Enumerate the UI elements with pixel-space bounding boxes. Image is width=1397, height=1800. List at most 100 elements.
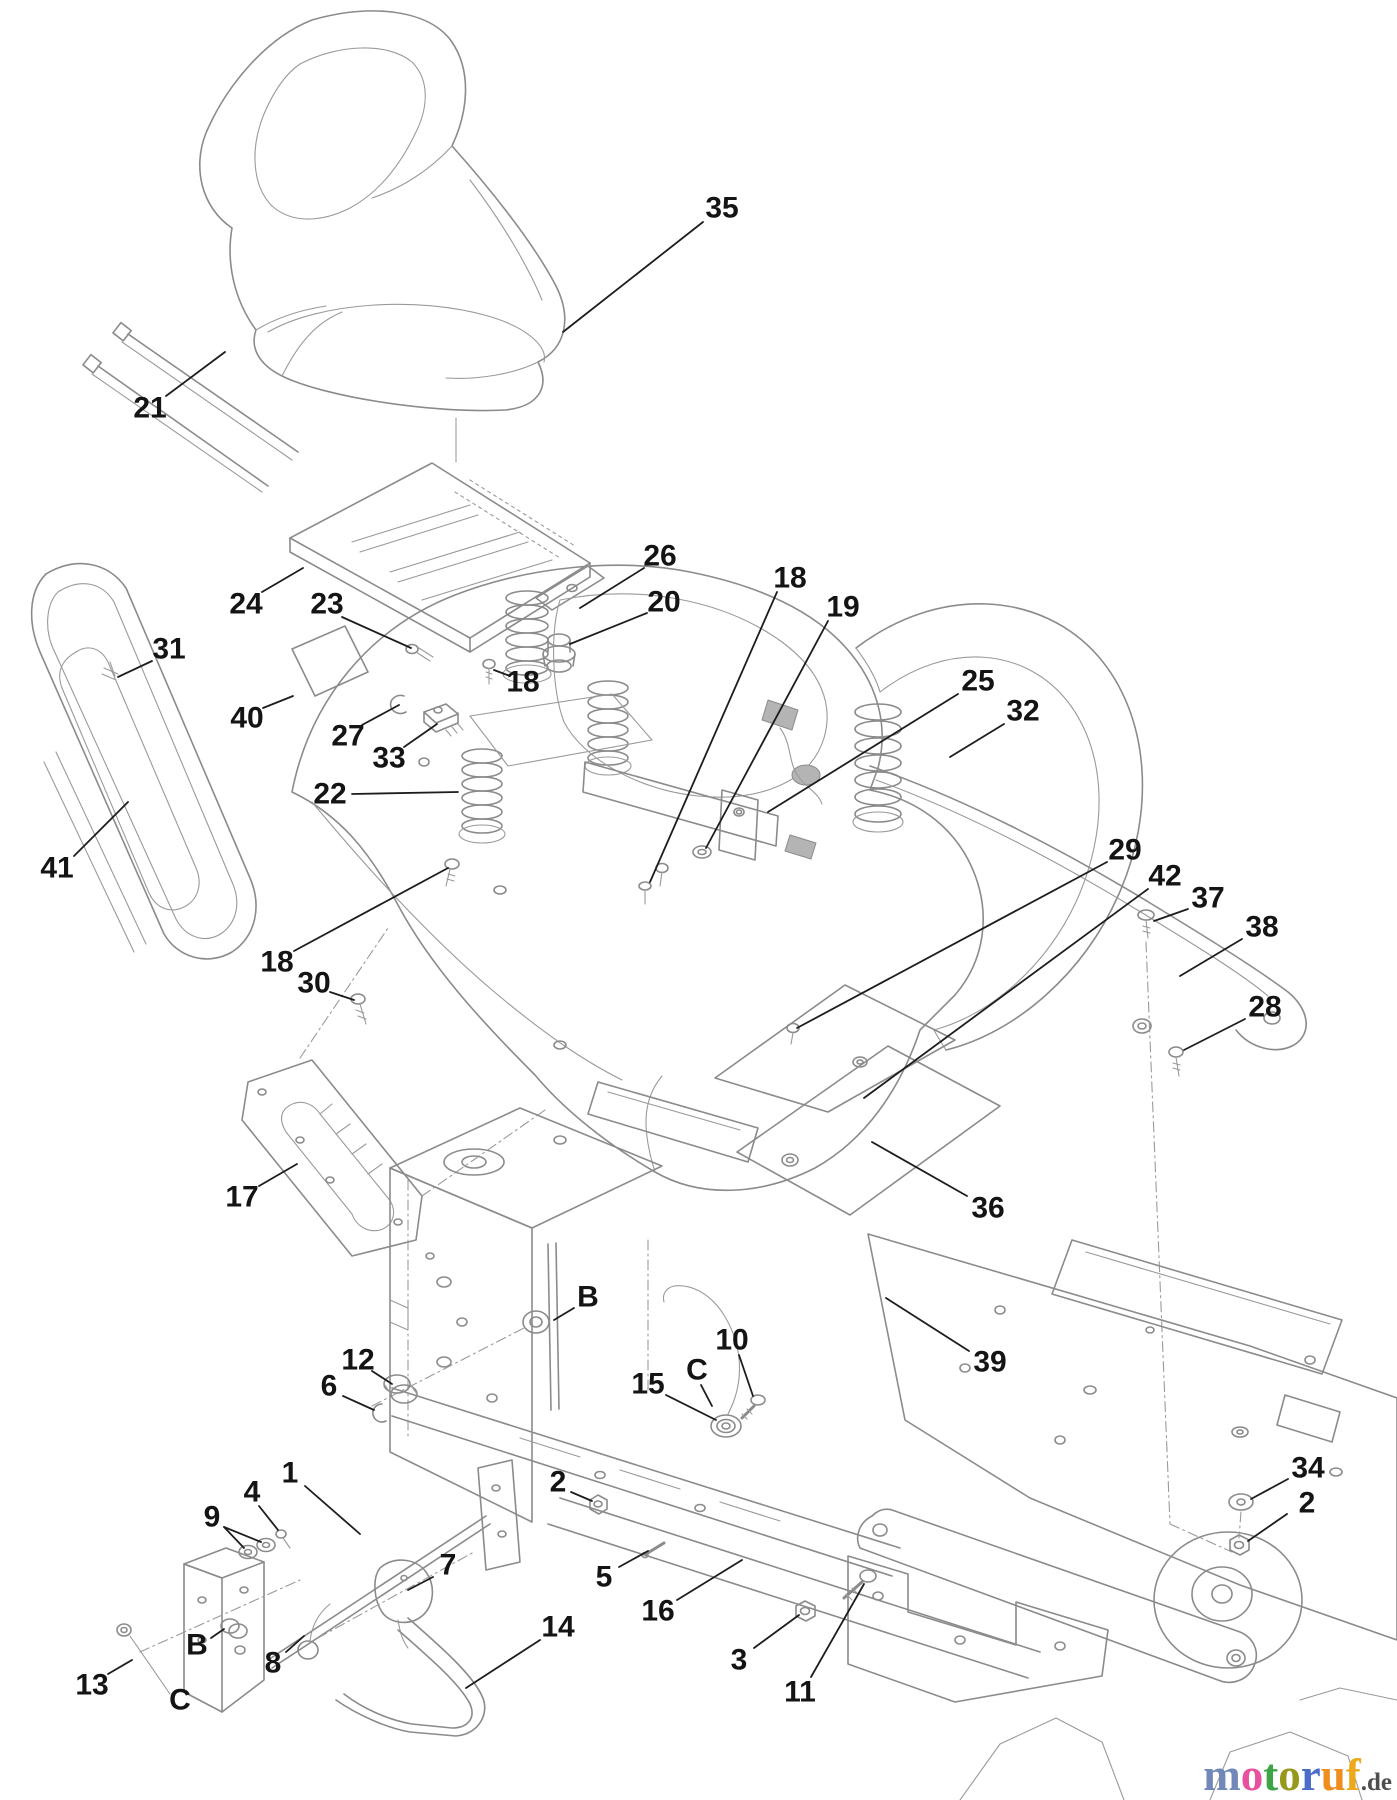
- callout-34: 34: [1291, 1452, 1325, 1485]
- seat-bracket: [582, 761, 779, 887]
- callout-29: 29: [1108, 834, 1141, 867]
- callout-35: 35: [705, 192, 738, 225]
- callout-41: 41: [40, 852, 73, 885]
- callout-15: 15: [631, 1368, 664, 1401]
- callout-31: 31: [152, 633, 185, 666]
- motoruf-watermark: motoruf.de: [1203, 1753, 1392, 1798]
- leader-line-28: [1183, 1018, 1246, 1051]
- leader-line-25: [767, 693, 959, 813]
- leader-line-20: [569, 612, 648, 645]
- callout-19: 19: [826, 591, 859, 624]
- leader-line-29: [796, 861, 1108, 1029]
- leader-line-18: [493, 669, 511, 677]
- leader-line-26: [579, 567, 645, 609]
- callout-16: 16: [641, 1595, 674, 1628]
- frame-rails: [391, 1387, 1041, 1679]
- seat-drawing: [199, 10, 566, 463]
- leader-line-8: [285, 1635, 305, 1653]
- callout-27: 27: [331, 720, 364, 753]
- leader-line-30: [329, 991, 355, 1001]
- callout-23: 23: [310, 588, 343, 621]
- callout-18: 18: [260, 946, 293, 979]
- callout-22: 22: [313, 778, 346, 811]
- leader-line-33: [403, 723, 438, 748]
- leader-line-4: [258, 1505, 279, 1531]
- leader-line-3: [753, 1614, 800, 1649]
- leader-line-22: [351, 791, 459, 795]
- callout-37: 37: [1191, 882, 1224, 915]
- leader-line-18: [649, 591, 778, 883]
- callout-4: 4: [244, 1476, 261, 1509]
- callout-12: 12: [341, 1344, 374, 1377]
- leader-line-11: [810, 1583, 865, 1678]
- callout-18: 18: [506, 666, 539, 699]
- right-fender-panel: [855, 603, 1144, 1051]
- callout-21: 21: [133, 392, 166, 425]
- watermark-letter: m: [1203, 1750, 1241, 1800]
- callout-18: 18: [773, 562, 806, 595]
- callout-39: 39: [973, 1346, 1006, 1379]
- leader-line-B: [553, 1307, 575, 1321]
- callout-28: 28: [1248, 991, 1281, 1024]
- leader-line-9: [223, 1526, 245, 1549]
- leader-line-18: [293, 867, 449, 952]
- watermark-letter: o: [1278, 1750, 1301, 1800]
- leader-line-35: [562, 221, 704, 333]
- callout-13: 13: [75, 1669, 108, 1702]
- leader-line-9: [223, 1526, 262, 1543]
- watermark-suffix: .de: [1360, 1769, 1392, 1796]
- callout-20: 20: [647, 586, 680, 619]
- callout-32: 32: [1006, 695, 1039, 728]
- watermark-letter: u: [1320, 1750, 1346, 1800]
- trim-strip: [869, 765, 1307, 1553]
- callout-5: 5: [596, 1561, 613, 1594]
- callout-26: 26: [643, 540, 676, 573]
- leader-lines: [73, 221, 1289, 1689]
- leader-line-37: [1153, 908, 1189, 922]
- callout-9: 9: [204, 1501, 221, 1534]
- leader-line-5: [618, 1550, 649, 1568]
- leader-line-1: [304, 1485, 361, 1535]
- callout-40: 40: [230, 702, 263, 735]
- leader-line-31: [117, 660, 153, 678]
- callout-2: 2: [1299, 1487, 1316, 1520]
- hinge-arm: [847, 1508, 1258, 1703]
- leader-line-41: [73, 801, 129, 857]
- leader-line-42: [863, 888, 1149, 1099]
- watermark-letter: f: [1345, 1750, 1361, 1800]
- callout-B: B: [186, 1629, 208, 1662]
- callout-14: 14: [541, 1611, 575, 1644]
- leader-line-12: [371, 1370, 393, 1385]
- leader-line-34: [1250, 1478, 1289, 1500]
- callout-C: C: [169, 1684, 191, 1717]
- frame-right-plate: [867, 1233, 1397, 1800]
- leader-line-2: [570, 1491, 593, 1502]
- leader-line-38: [1179, 938, 1243, 977]
- cable-ties: [82, 321, 299, 493]
- leader-line-27: [361, 704, 400, 726]
- callout-2: 2: [550, 1466, 567, 1499]
- callout-8: 8: [265, 1647, 282, 1680]
- leader-line-23: [341, 616, 412, 649]
- callout-25: 25: [961, 665, 994, 698]
- leader-line-13: [107, 1659, 133, 1675]
- watermark-letter: r: [1300, 1750, 1321, 1800]
- callout-C: C: [686, 1354, 708, 1387]
- callout-10: 10: [715, 1324, 748, 1357]
- callout-B: B: [577, 1281, 599, 1314]
- callout-42: 42: [1148, 860, 1181, 893]
- leader-line-40: [262, 695, 294, 709]
- notched-bracket: [241, 858, 546, 1257]
- callout-38: 38: [1245, 911, 1278, 944]
- callout-17: 17: [225, 1181, 258, 1214]
- leader-line-B: [210, 1628, 225, 1639]
- callout-3: 3: [731, 1644, 748, 1677]
- leader-line-10: [738, 1354, 754, 1397]
- leader-line-17: [258, 1163, 298, 1187]
- watermark-letter: t: [1263, 1750, 1279, 1800]
- callout-36: 36: [971, 1192, 1004, 1225]
- watermark-letter: o: [1240, 1750, 1264, 1800]
- springs: [458, 590, 904, 844]
- leader-line-19: [705, 620, 829, 849]
